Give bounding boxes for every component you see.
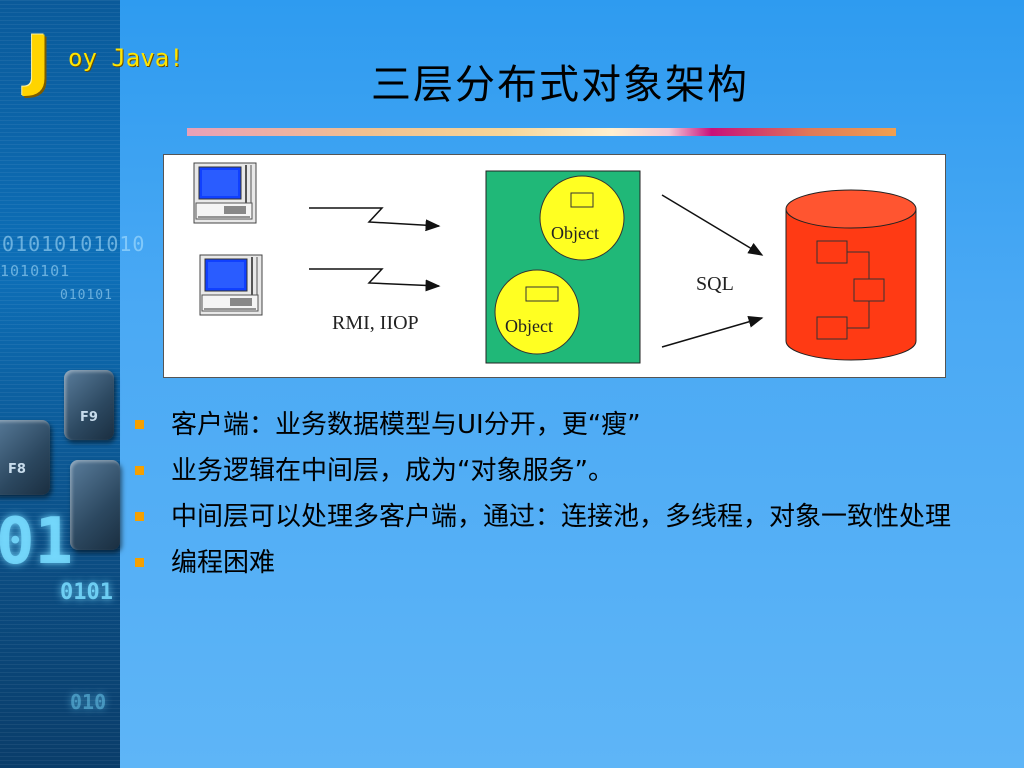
- client-computer-icon: [199, 254, 263, 316]
- glowing-digits: 0101: [60, 580, 113, 605]
- lightning-arrow: [309, 207, 441, 232]
- keyboard-key-f8: F8: [0, 420, 50, 495]
- bullet-text: 编程困难: [171, 548, 276, 578]
- bullet-square-icon: [135, 420, 144, 429]
- glowing-digits: 010: [70, 690, 107, 714]
- lightning-arrow: [309, 268, 441, 292]
- binary-text: 01010101010: [2, 232, 146, 256]
- title-underline-bar: [187, 128, 896, 136]
- diagram-graphics: [193, 162, 917, 364]
- bullet-item: 编程困难: [135, 543, 975, 583]
- architecture-diagram: RMI, IIOP SQL Object Object: [163, 154, 946, 378]
- bullet-item: 客户端：业务数据模型与UI分开，更“瘦”: [135, 405, 975, 445]
- glowing-digits: 01: [0, 505, 74, 579]
- bullet-list: 客户端：业务数据模型与UI分开，更“瘦” 业务逻辑在中间层，成为“对象服务”。 …: [135, 405, 975, 589]
- bullet-text: 业务逻辑在中间层，成为“对象服务”。: [171, 456, 614, 486]
- bullet-item: 中间层可以处理多客户端，通过：连接池，多线程，对象一致性处理: [135, 497, 975, 537]
- key-label: F8: [8, 462, 26, 477]
- left-decor-panel: 01010101010 1010101 010101 F9 F8 01 0101…: [0, 0, 144, 768]
- protocol-label: RMI, IIOP: [332, 312, 419, 334]
- bullet-square-icon: [135, 558, 144, 567]
- key-label: F9: [80, 410, 98, 425]
- bullet-square-icon: [135, 466, 144, 475]
- bullet-square-icon: [135, 512, 144, 521]
- slide-title: 三层分布式对象架构: [371, 62, 749, 108]
- logo-initial: J: [26, 22, 51, 99]
- keyboard-key: [70, 460, 120, 550]
- sql-label: SQL: [696, 273, 734, 295]
- binary-text: 010101: [60, 288, 113, 303]
- binary-text: 1010101: [0, 262, 71, 280]
- database-cylinder-icon: [785, 189, 917, 361]
- sql-arrow: [661, 194, 764, 256]
- object-circle: [494, 269, 580, 355]
- object-label: Object: [505, 316, 553, 336]
- bullet-item: 业务逻辑在中间层，成为“对象服务”。: [135, 451, 975, 491]
- joy-java-logo: J oy Java!: [26, 28, 206, 108]
- bullet-text: 中间层可以处理多客户端，通过：连接池，多线程，对象一致性处理: [171, 502, 952, 532]
- object-circle: [539, 175, 625, 261]
- bullet-text: 客户端：业务数据模型与UI分开，更“瘦”: [171, 410, 641, 440]
- sql-arrow: [661, 315, 764, 348]
- logo-text: oy Java!: [68, 44, 184, 72]
- client-computer-icon: [193, 162, 257, 224]
- keyboard-key-f9: F9: [64, 370, 114, 440]
- object-label: Object: [551, 223, 599, 243]
